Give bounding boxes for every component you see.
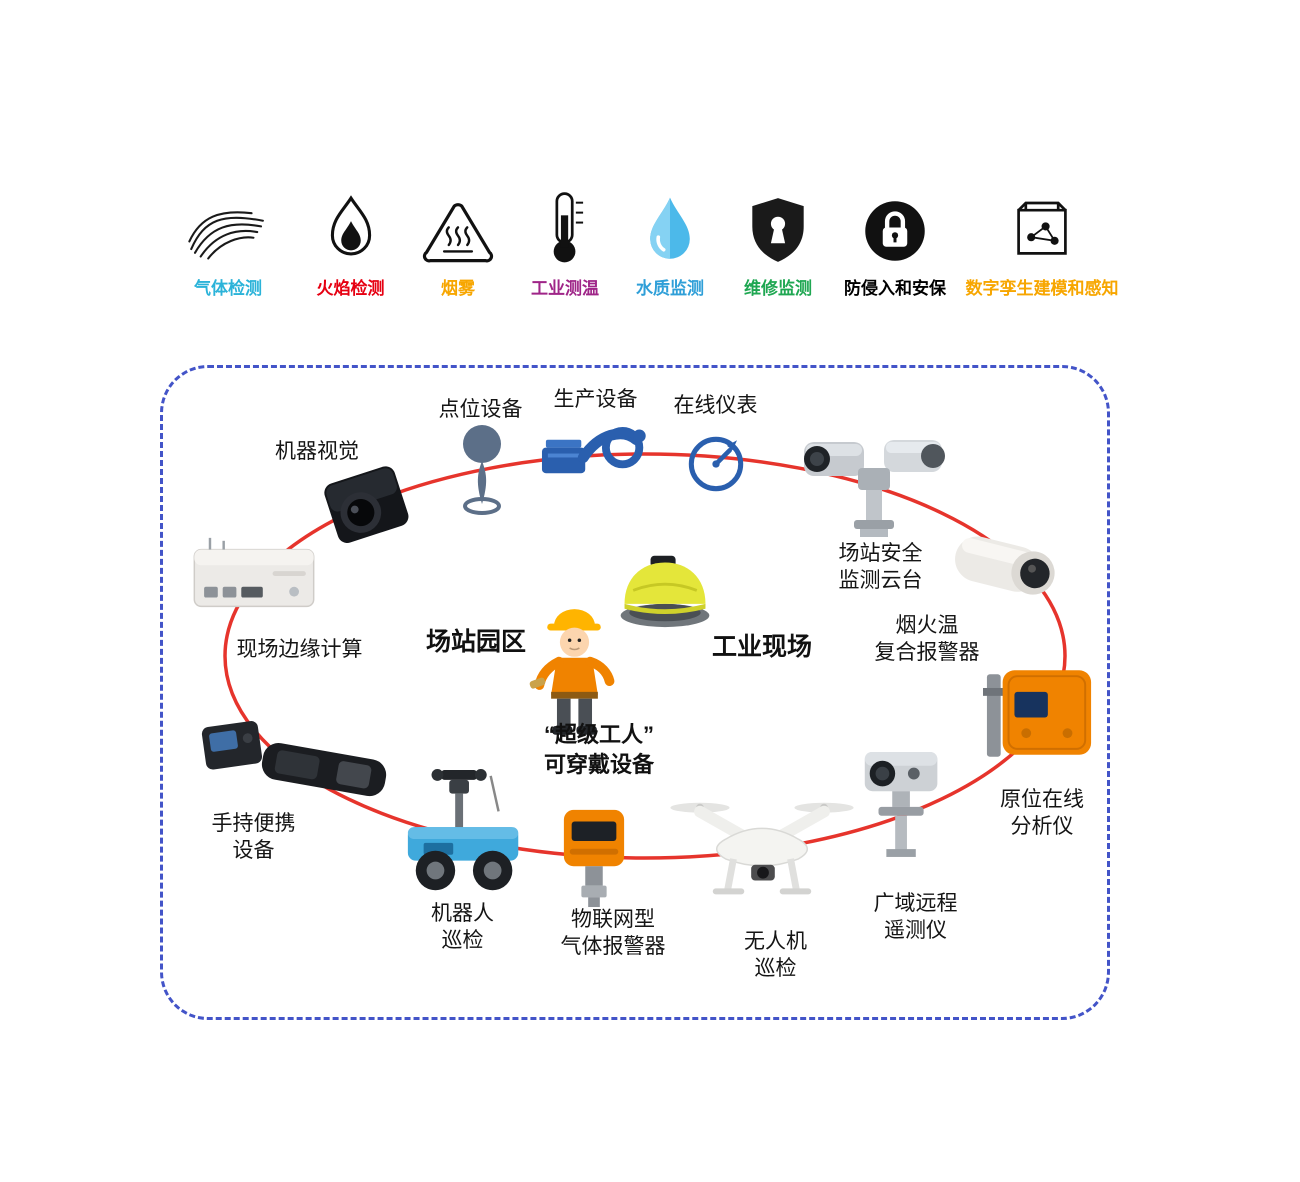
legend-label: 数字孪生建模和感知 [965, 279, 1119, 298]
legend-label: 维修监测 [744, 279, 812, 298]
label-wide-area-telemetry: 广域远程 遥测仪 [873, 892, 958, 943]
label-industrial-site: 工业现场 [712, 633, 813, 661]
machine-vision-camera [318, 460, 416, 552]
point-device-pin-icon [450, 422, 514, 518]
edge-computing-box [190, 532, 318, 622]
inspection-robot [394, 768, 542, 906]
online-instrument-gauge-icon [684, 432, 748, 496]
label-super-worker-wearable: “超级工人” 可穿戴设备 [543, 722, 654, 777]
boundary-frame [160, 365, 1110, 1020]
smoke-fire-temp-alarm-camera [948, 520, 1066, 614]
label-station-campus: 场站园区 [426, 628, 527, 656]
label-insitu-online-analyzer: 原位在线 分析仪 [1000, 788, 1084, 839]
legend-item-flame-detection: 火焰检测 [283, 190, 418, 299]
legend-label: 水质监测 [636, 279, 704, 298]
smoke-warning-icon [421, 190, 495, 266]
legend-label: 气体检测 [194, 279, 262, 298]
lock-circle-icon [860, 190, 930, 266]
label-drone-inspection: 无人机 巡检 [744, 930, 807, 981]
label-robot-inspection: 机器人 巡检 [431, 902, 494, 953]
label-machine-vision: 机器视觉 [275, 440, 359, 463]
iot-gas-alarm-device [556, 806, 632, 908]
label-station-security-ptz: 场站安全 监测云台 [838, 542, 923, 593]
legend-label: 烟雾 [441, 279, 475, 298]
label-online-instrument: 在线仪表 [673, 394, 758, 417]
label-smoke-fire-temp-alarm: 烟火温 复合报警器 [874, 614, 980, 665]
station-security-ptz-camera [802, 426, 947, 541]
flame-icon [320, 190, 382, 266]
legend-label: 防侵入和安保 [844, 279, 946, 298]
thermometer-icon [541, 190, 589, 266]
inspection-drone [668, 788, 856, 916]
legend-item-maintenance: 维修监测 [711, 190, 845, 299]
production-equipment-icon [540, 414, 658, 498]
handheld-portable-devices [190, 706, 396, 818]
legend-label: 工业测温 [531, 279, 599, 298]
cube-scan-icon [1003, 190, 1081, 266]
legend-item-digital-twin: 数字孪生建模和感知 [952, 190, 1132, 299]
label-iot-gas-alarm: 物联网型 气体报警器 [560, 908, 666, 959]
label-production-equipment: 生产设备 [553, 388, 638, 411]
gas-waves-icon [185, 190, 271, 266]
label-edge-computing: 现场边缘计算 [236, 638, 363, 661]
smart-helmet-wearable [612, 548, 718, 630]
label-handheld-portable: 手持便携 设备 [211, 812, 296, 863]
legend-item-gas-detection: 气体检测 [158, 190, 298, 299]
label-point-device: 点位设备 [438, 398, 523, 421]
legend-label: 火焰检测 [316, 279, 385, 298]
legend-item-industrial-temp: 工业测温 [498, 190, 632, 299]
insitu-online-analyzer [983, 666, 1096, 765]
legend-item-water-quality: 水质监测 [603, 190, 737, 299]
water-drop-icon [641, 190, 699, 266]
wide-area-telemetry-camera [853, 746, 956, 859]
shield-keyhole-icon [747, 190, 809, 266]
legend-item-smoke: 烟雾 [396, 190, 520, 299]
legend-item-security: 防侵入和安保 [818, 190, 972, 299]
